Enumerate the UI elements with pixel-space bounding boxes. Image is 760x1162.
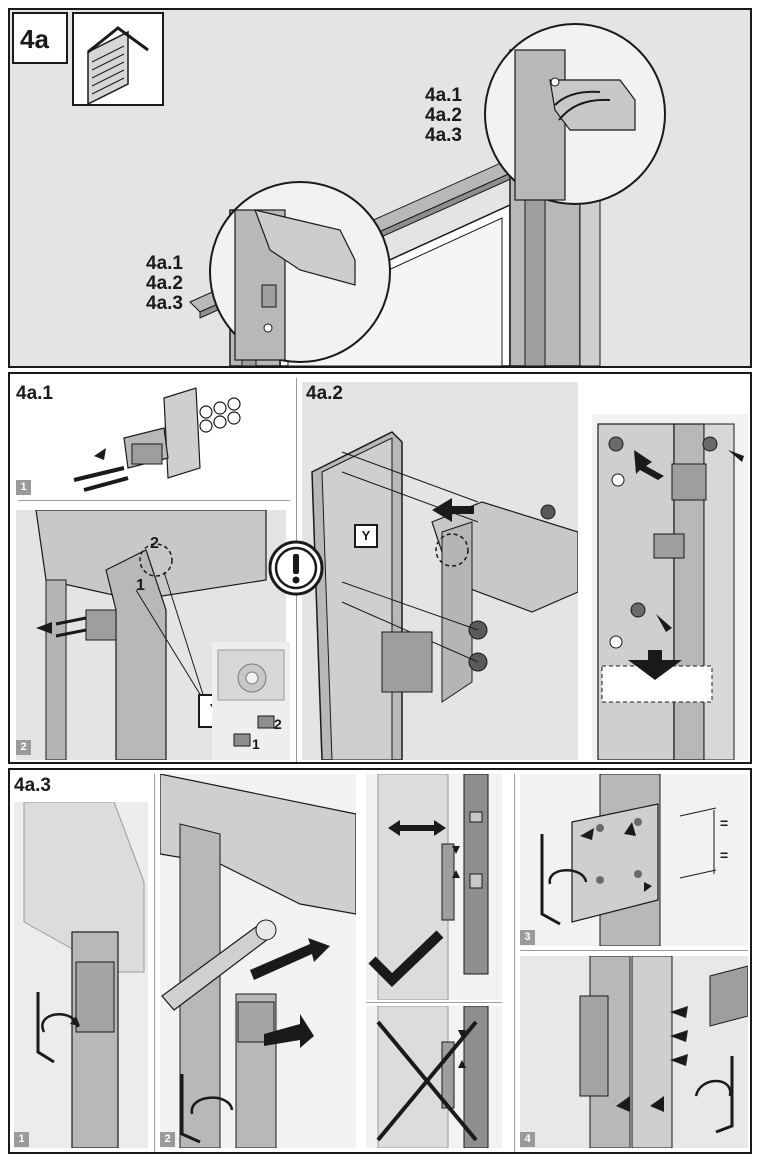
section-4a3-title: 4a.3 [14,775,51,796]
step-number: 1 [14,1132,29,1147]
inset-label-1: 1 [252,736,260,752]
step4-graphic [520,956,748,1148]
section-bottom: 4a.3 1 2 [8,768,752,1154]
divider-4a3-right [514,774,515,1152]
section-4a2-detail [592,414,748,760]
divider-step3-4 [520,950,748,951]
callout-left: 4a.1 4a.2 4a.3 [146,254,183,314]
step-label-box: 4a [12,12,68,64]
post-detail-graphic [597,423,744,760]
post-bracket-graphic [16,510,286,760]
inset-label-2: 2 [274,716,282,732]
callout-right-4a3: 4a.3 [425,125,462,146]
callout-left-4a3: 4a.3 [146,293,183,314]
section-middle: 4a.1 1 2 [8,372,752,764]
section-4a1-step2: 2 1 Y21 2 [16,510,286,760]
overview-panel: 4a 4a.1 4a.2 4a.3 4a.1 4a.2 4a.3 [8,8,752,368]
svg-text:=: = [720,847,728,863]
callout-right: 4a.1 4a.2 4a.3 [425,86,462,146]
divider-4a1 [18,500,290,501]
frame-corner-icon-graphic [87,26,149,104]
callout-right-4a1: 4a.1 [425,85,462,106]
step-number: 2 [16,740,31,755]
inset-detail: 2 1 [212,642,290,760]
section-4a1-step1: 1 [14,378,294,498]
bolt-label-1: 1 [136,577,145,594]
section-4a3-step3: = = 3 [520,774,748,946]
checkmark-icon [368,930,444,987]
svg-text:=: = [720,815,728,831]
y-badge: Y [354,524,378,548]
section-4a2-title: 4a.2 [306,383,343,404]
bolt-label-2: 2 [150,535,159,552]
step2-graphic [160,774,356,1148]
step-label: 4a [20,24,49,54]
step3-graphic: = = [540,774,728,946]
level-check-wrong [366,1006,502,1148]
overview-drawing [189,23,666,366]
frame-corner-icon [72,12,164,106]
step-number: 3 [520,930,535,945]
bracket-bolts-graphic [73,387,241,492]
post-mount-graphic [311,431,578,760]
inset-detail-graphic [217,649,285,747]
step-number: 1 [16,480,31,495]
section-4a2-panel: 4a.2 Y [302,382,578,760]
step-number: 4 [520,1132,535,1147]
section-4a3-step1: 1 [14,802,148,1148]
exclamation-warning-icon [266,538,326,598]
step-number: 2 [160,1132,175,1147]
section-4a1-title: 4a.1 [16,383,53,404]
cross-icon [376,1020,478,1142]
section-4a3-step4: 4 [520,956,748,1148]
divider-4a3-left [154,774,155,1152]
callout-right-4a2: 4a.2 [425,105,462,126]
callout-left-4a2: 4a.2 [146,273,183,294]
divider-level [366,1002,502,1003]
level-check-correct [366,774,502,1000]
callout-left-4a1: 4a.1 [146,253,183,274]
warning-graphic [268,540,324,596]
section-4a3-step2: 2 [160,774,356,1148]
step1-graphic [14,802,148,1148]
